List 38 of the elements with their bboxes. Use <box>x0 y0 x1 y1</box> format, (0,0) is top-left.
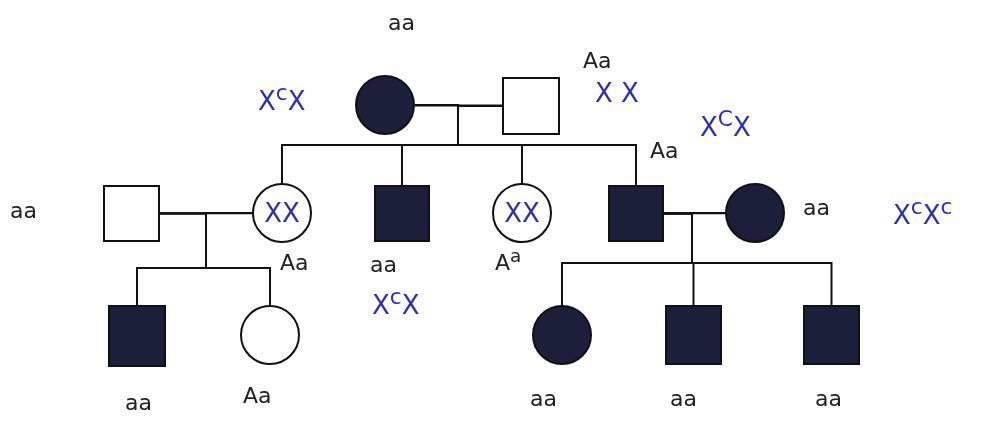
female-circle <box>492 183 552 243</box>
affected-female-circle <box>532 305 592 365</box>
genotype-label: aa <box>670 388 697 410</box>
male-square <box>502 77 560 135</box>
male-square <box>103 185 160 242</box>
genotype-label: aa <box>10 200 37 222</box>
genotype-label: Aa <box>650 140 679 162</box>
pedigree-line <box>159 212 253 215</box>
pedigree-line <box>663 212 726 215</box>
descent-line <box>159 212 271 306</box>
affected-male-square <box>374 185 430 242</box>
female-circle <box>240 305 300 365</box>
genotype-label: aa <box>370 254 397 276</box>
affected-male-square <box>665 305 722 365</box>
genotype-label: aa <box>388 12 415 34</box>
affected-female-circle <box>725 183 785 243</box>
descent-line <box>663 212 833 306</box>
chromosome-label: X X <box>595 80 639 106</box>
genotype-text: XX <box>504 200 540 226</box>
genotype-label: Aa <box>583 50 612 72</box>
affected-male-square <box>803 305 860 365</box>
female-circle <box>252 183 312 243</box>
genotype-label: A$^{a}$ <box>495 247 522 275</box>
genotype-label: aa <box>815 388 842 410</box>
genotype-label: aa <box>530 388 557 410</box>
genotype-text: XX <box>264 200 300 226</box>
genotype-label: aa <box>803 197 830 219</box>
chromosome-label: X$^{c}$X <box>372 286 420 318</box>
affected-male-square <box>608 185 664 242</box>
affected-male-square <box>108 305 166 367</box>
genotype-label: Aa <box>280 252 309 274</box>
chromosome-label: X$^{C}$X <box>700 108 751 140</box>
chromosome-label: X$^{c}$X$^{c}$ <box>893 196 953 228</box>
affected-female-circle <box>355 75 415 135</box>
pedigree-line <box>414 104 503 107</box>
genotype-label: Aa <box>243 385 272 407</box>
chromosome-label: X$^{c}$X <box>258 82 306 114</box>
genotype-label: aa <box>125 392 152 414</box>
